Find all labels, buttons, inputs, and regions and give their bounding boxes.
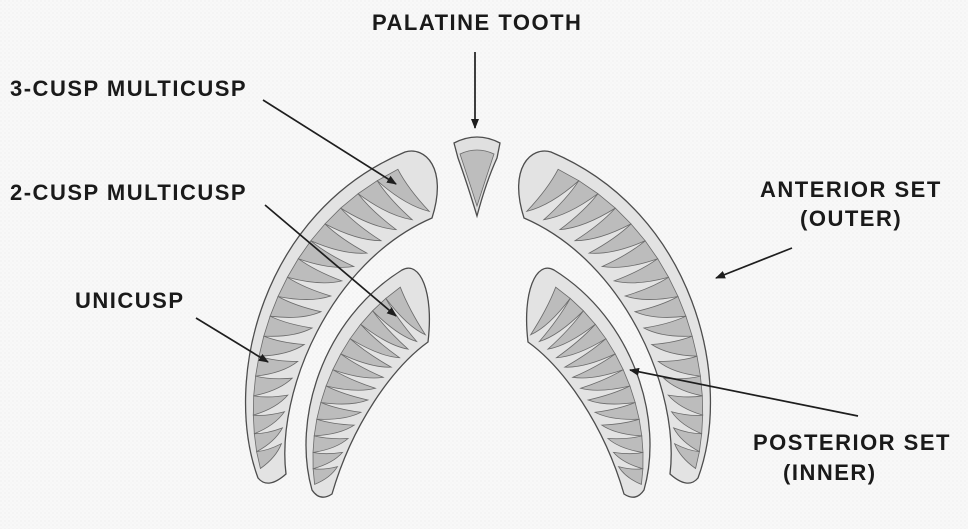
- label-unicusp: UNICUSP: [75, 288, 185, 313]
- label-anterior-set-outer: (OUTER): [800, 206, 902, 231]
- label-3-cusp-multicusp: 3-CUSP MULTICUSP: [10, 76, 247, 101]
- label-2-cusp-multicusp: 2-CUSP MULTICUSP: [10, 180, 247, 205]
- label-palatine-tooth: PALATINE TOOTH: [372, 10, 582, 35]
- label-posterior-set-inner: (INNER): [783, 460, 877, 485]
- label-anterior-set: ANTERIOR SET: [760, 177, 942, 202]
- label-posterior-set: POSTERIOR SET: [753, 430, 951, 455]
